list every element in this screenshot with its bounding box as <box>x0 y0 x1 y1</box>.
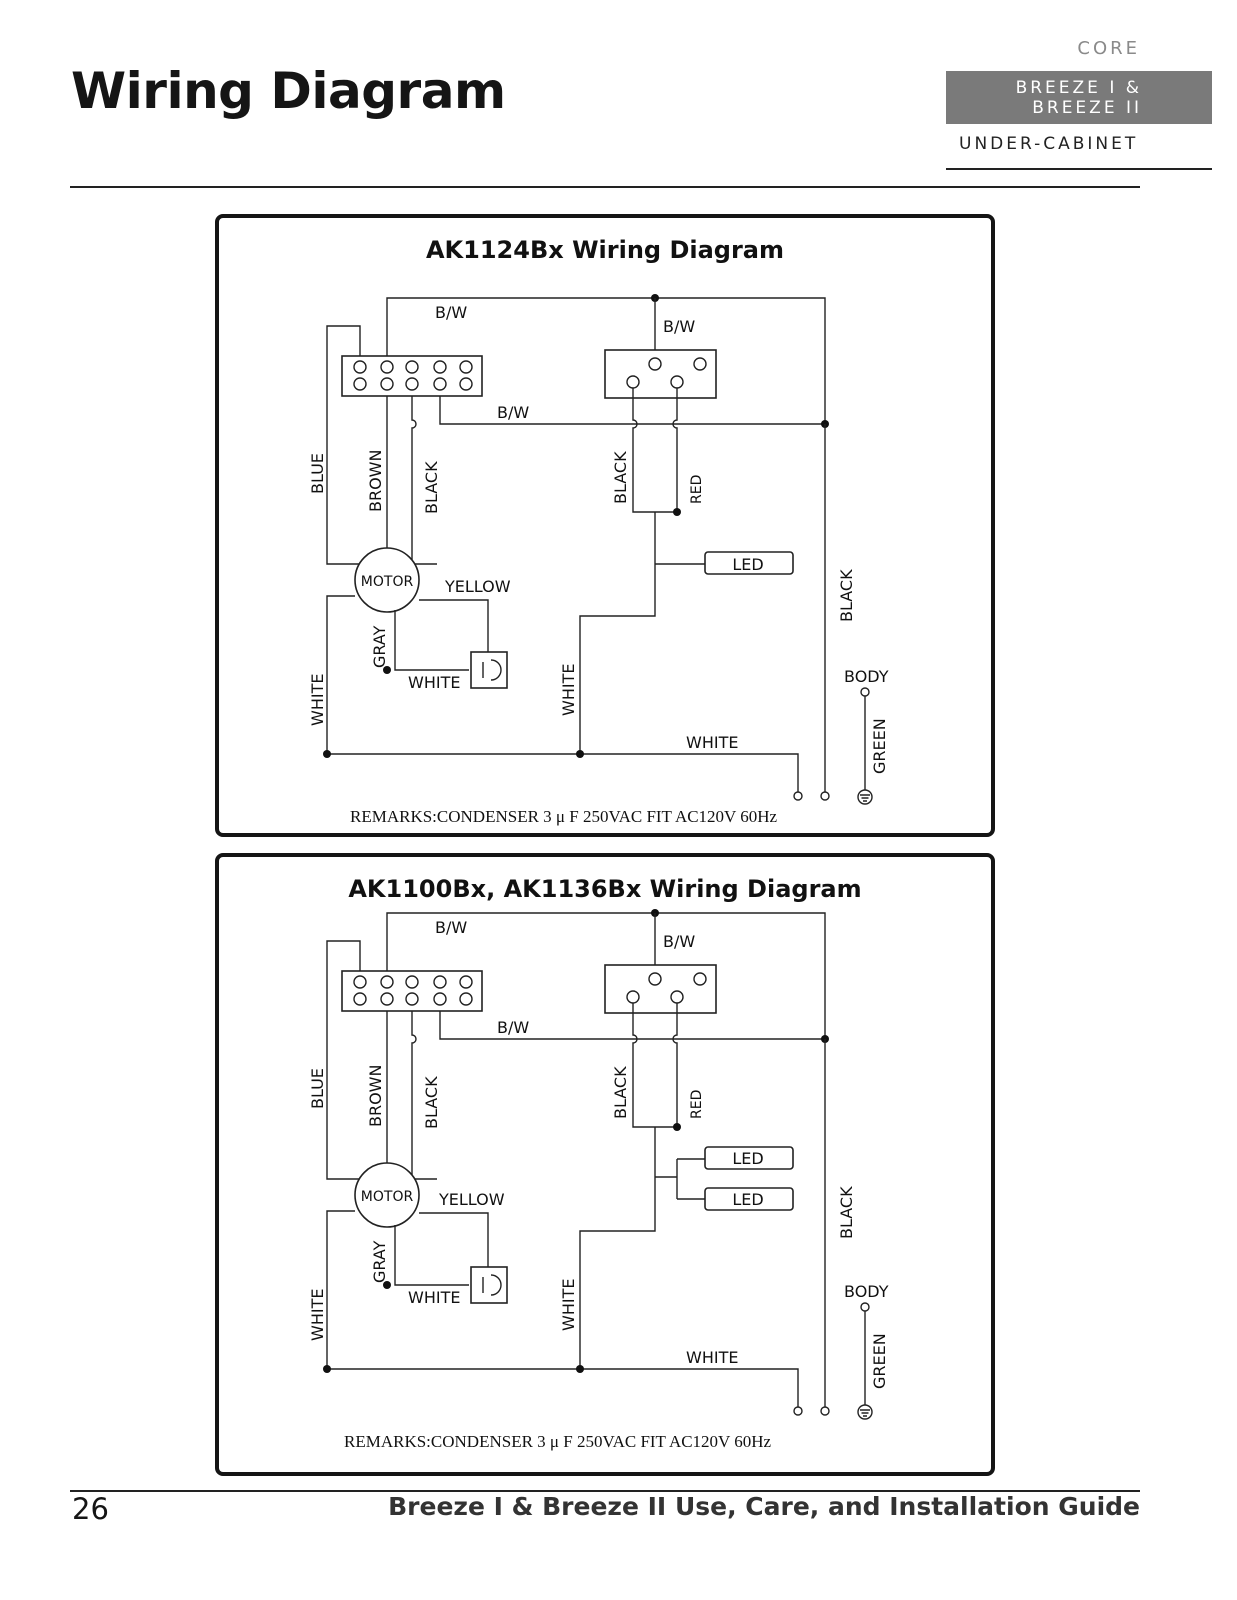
wire-label-blue: BLUE <box>308 453 327 494</box>
nav-breeze-label: BREEZE I & BREEZE II <box>1015 78 1142 118</box>
nav-under-cabinet: UNDER-CABINET <box>946 134 1212 170</box>
wire-label-white-cap: WHITE <box>408 1288 460 1307</box>
wire-label-black-motor: BLACK <box>422 1076 441 1129</box>
wire-label-blue: BLUE <box>308 1068 327 1109</box>
wire-label-green: GREEN <box>870 1333 889 1389</box>
motor-label: MOTOR <box>361 1189 414 1205</box>
remarks: REMARKS:CONDENSER 3 μ F 250VAC FIT AC120… <box>344 1432 772 1451</box>
wire-label-bw-switch: B/W <box>663 317 695 336</box>
connector-pins <box>353 975 473 1006</box>
switch-block <box>604 349 717 399</box>
wire-label-black-motor: BLACK <box>422 461 441 514</box>
led-label-1: LED <box>732 1149 763 1168</box>
ground-symbol <box>857 1404 873 1420</box>
nav-core: CORE <box>1077 38 1140 59</box>
page-number: 26 <box>72 1492 109 1526</box>
wire-label-gray: GRAY <box>370 625 389 668</box>
led-block-2 <box>704 1187 794 1211</box>
wire-label-white-left: WHITE <box>308 674 327 726</box>
wire-label-body: BODY <box>844 667 889 686</box>
wire-label-white-center: WHITE <box>559 1279 578 1331</box>
motor-label: MOTOR <box>361 574 414 590</box>
wiring-schematic: B/W B/W B/W BLUE BROWN BLACK BLACK RED B… <box>308 294 889 826</box>
wire-label-white-center: WHITE <box>559 664 578 716</box>
led-label: LED <box>732 555 763 574</box>
wire-label-white-left: WHITE <box>308 1289 327 1341</box>
diagram-title: AK1100Bx, AK1136Bx Wiring Diagram <box>348 875 862 903</box>
wire-label-red: RED <box>689 475 705 504</box>
wire-label-gray: GRAY <box>370 1240 389 1283</box>
wire-label-green: GREEN <box>870 718 889 774</box>
wire-label-black-switch: BLACK <box>611 451 630 504</box>
wire-label-white-bottom: WHITE <box>686 733 738 752</box>
wiring-schematic: B/W B/W B/W BLUE BROWN BLACK BLACK RED B… <box>308 909 889 1451</box>
wire-label-black-right: BLACK <box>837 1186 856 1239</box>
wire-label-red: RED <box>689 1090 705 1119</box>
wire-label-yellow: YELLOW <box>438 1190 505 1209</box>
wire-label-bw-top: B/W <box>435 918 467 937</box>
wire-label-yellow: YELLOW <box>444 577 511 596</box>
connector-pins <box>353 360 473 391</box>
wiring-diagram-panel-ak1124: AK1124Bx Wiring Diagram <box>215 214 995 837</box>
remarks: REMARKS:CONDENSER 3 μ F 250VAC FIT AC120… <box>350 807 778 826</box>
page-title: Wiring Diagram <box>71 62 506 120</box>
wire-label-bw-mid: B/W <box>497 403 529 422</box>
motor <box>354 547 420 613</box>
wire-label-brown: BROWN <box>366 450 385 512</box>
wire-label-brown: BROWN <box>366 1065 385 1127</box>
wire-label-body: BODY <box>844 1282 889 1301</box>
switch-block <box>604 964 717 1014</box>
wire-label-bw-top: B/W <box>435 303 467 322</box>
led-block <box>704 551 794 575</box>
footer-guide-title: Breeze I & Breeze II Use, Care, and Inst… <box>388 1492 1140 1521</box>
led-block-1 <box>704 1146 794 1170</box>
wiring-diagram-panel-ak1100-ak1136: AK1100Bx, AK1136Bx Wiring Diagram <box>215 853 995 1476</box>
footer-rule <box>70 1490 1140 1492</box>
wire-label-black-right: BLACK <box>837 569 856 622</box>
wire-label-bw-switch: B/W <box>663 932 695 951</box>
wire-label-black-switch: BLACK <box>611 1066 630 1119</box>
led-label-2: LED <box>732 1190 763 1209</box>
header-rule <box>70 186 1140 188</box>
motor <box>354 1162 420 1228</box>
wire-label-white-bottom: WHITE <box>686 1348 738 1367</box>
wire-label-bw-mid: B/W <box>497 1018 529 1037</box>
diagram-title: AK1124Bx Wiring Diagram <box>425 236 785 264</box>
nav-breeze-active: BREEZE I & BREEZE II <box>946 71 1212 124</box>
wire-label-white-cap: WHITE <box>408 673 460 692</box>
ground-symbol <box>857 789 873 805</box>
